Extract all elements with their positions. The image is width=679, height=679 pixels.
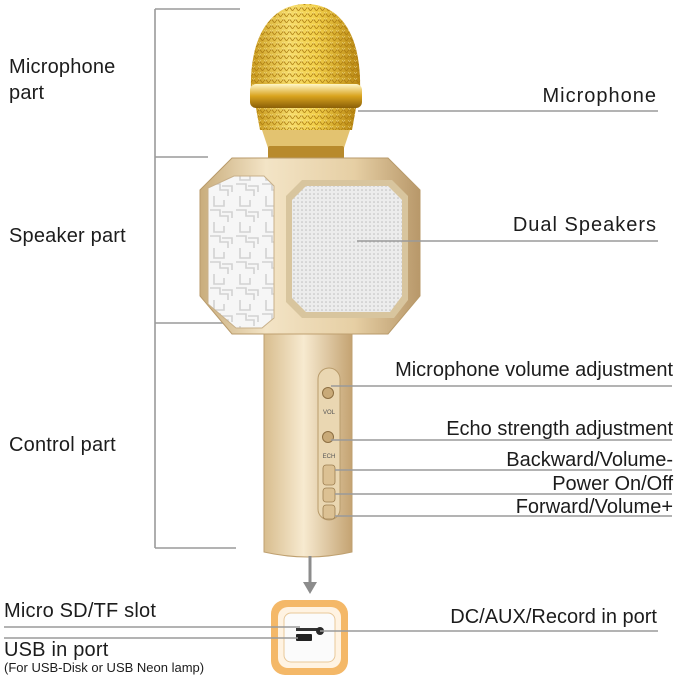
microphone-head: [250, 4, 362, 162]
power-button[interactable]: [322, 487, 336, 503]
right-callouts: [331, 110, 672, 517]
label-microphone-part-line2: part: [9, 82, 45, 104]
handle: VOL ECH: [263, 333, 353, 558]
bottom-port-view: [271, 600, 348, 675]
label-usb-note: (For USB-Disk or USB Neon lamp): [4, 660, 205, 675]
label-dc-aux: DC/AUX/Record in port: [450, 606, 657, 628]
label-sd-slot: Micro SD/TF slot: [4, 600, 157, 622]
label-dual-speakers: Dual Speakers: [512, 214, 657, 236]
label-microphone-part-line1: Microphone: [9, 56, 116, 78]
label-echo: Echo strength adjustment: [446, 418, 673, 440]
forward-button[interactable]: [322, 504, 336, 520]
sd-slot: [296, 628, 318, 631]
ech-knob[interactable]: [322, 431, 334, 443]
label-backward: Backward/Volume-: [506, 449, 673, 471]
vol-knob[interactable]: [322, 387, 334, 399]
ech-mark: ECH: [323, 454, 336, 460]
label-mic-volume: Microphone volume adjustment: [395, 359, 673, 381]
label-usb-in: USB in port: [4, 639, 109, 661]
speaker-body: [199, 157, 421, 335]
usb-port: [296, 634, 312, 641]
vol-mark: VOL: [323, 410, 336, 416]
metal-ring: [250, 84, 362, 108]
backward-button[interactable]: [322, 464, 336, 486]
side-speaker-panel: [207, 175, 275, 329]
label-forward: Forward/Volume+: [515, 496, 673, 518]
down-arrow: [303, 556, 317, 594]
label-microphone: Microphone: [542, 85, 657, 107]
label-power: Power On/Off: [552, 473, 673, 495]
label-speaker-part: Speaker part: [9, 225, 126, 247]
label-control-part: Control part: [9, 434, 116, 456]
bottom-callouts: [4, 626, 658, 639]
front-speaker-grill: [292, 186, 402, 312]
